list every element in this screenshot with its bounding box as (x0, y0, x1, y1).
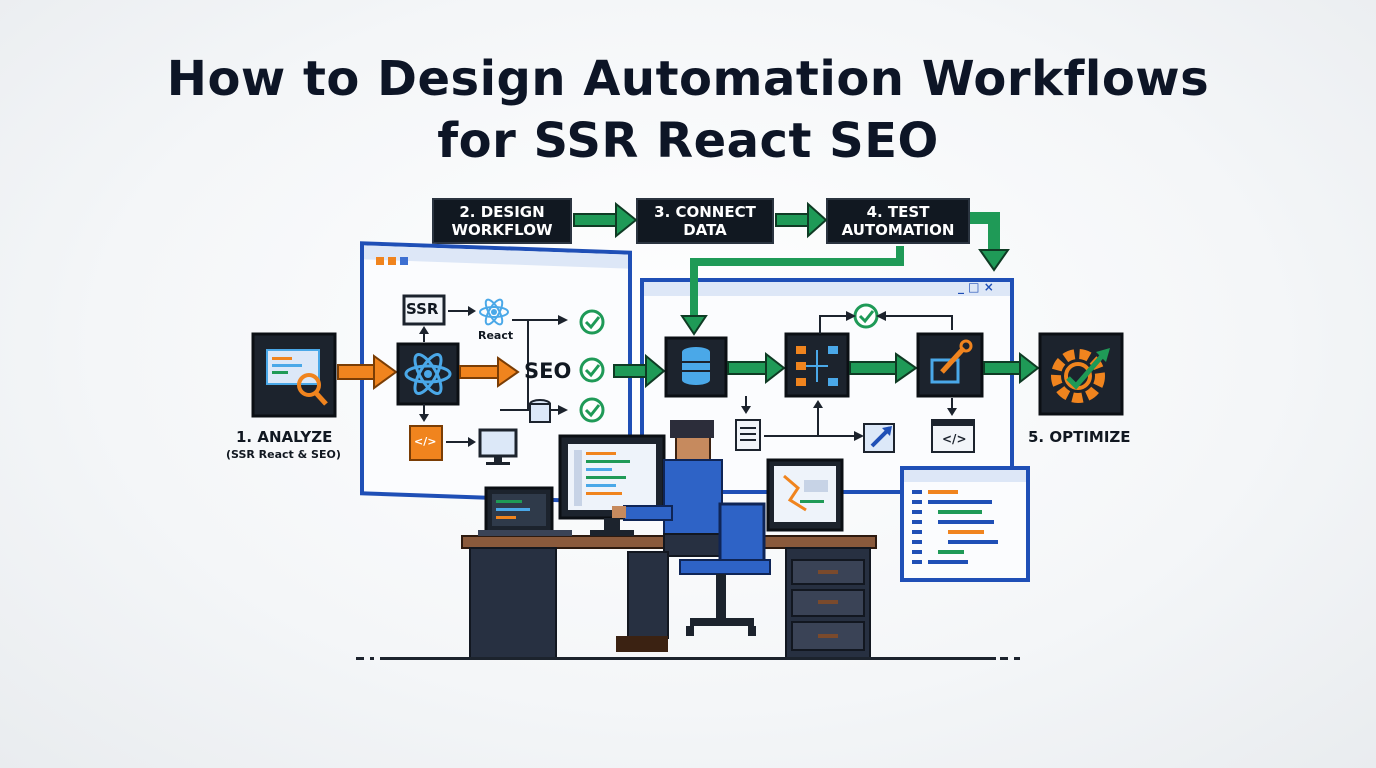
step-2-design-workflow-box: 2. DESIGN WORKFLOW (432, 198, 572, 244)
code-block-glyph: </> (942, 432, 967, 446)
step-4-test-automation-box: 4. TEST AUTOMATION (826, 198, 970, 244)
check-icon-2 (579, 357, 605, 383)
ssr-block (402, 294, 446, 326)
monitor-small-icon (478, 428, 518, 465)
react-icon (396, 342, 460, 406)
ssr-label: SSR (406, 300, 439, 318)
arrow-workflow-to-tools (849, 352, 918, 384)
code-file-glyph: </> (414, 435, 437, 448)
react-small-icon (479, 298, 509, 326)
arrow-database-to-workflow (727, 351, 786, 385)
second-monitor (766, 458, 844, 532)
step-3-line-2: DATA (683, 221, 727, 239)
arrow-analyze-to-react (337, 354, 398, 390)
step-1-label: 1. ANALYZE (236, 428, 333, 446)
optimize-gear-icon (1038, 332, 1124, 416)
step-2-line-1: 2. DESIGN (459, 203, 545, 221)
database-icon (664, 336, 728, 398)
arrow-step4-down (970, 212, 1010, 272)
arrow-tools-to-optimize (983, 351, 1040, 385)
office-chair (679, 502, 771, 636)
person (612, 420, 745, 652)
check-icon-top (853, 303, 879, 329)
database-small-icon (529, 399, 551, 423)
workflow-diagram-icon (784, 332, 850, 398)
arrow-step3-to-step4 (775, 201, 828, 239)
code-file-icon (409, 425, 443, 461)
tools-icon (916, 332, 984, 398)
arrow-react-to-seo (459, 356, 520, 388)
arrow-seo-to-database (613, 353, 666, 389)
code-editor-window (900, 466, 1030, 582)
floor-line (356, 657, 1020, 660)
code-block-icon (931, 419, 975, 453)
export-arrow-icon (863, 423, 895, 453)
step-3-line-1: 3. CONNECT (654, 203, 756, 221)
step-1-sublabel: (SSR React & SEO) (226, 448, 341, 461)
document-icon (735, 419, 761, 451)
page-title-line-1: How to Design Automation Workflows (166, 51, 1210, 107)
react-label: React (478, 329, 514, 342)
laptop (478, 486, 572, 536)
window-controls-icon: _ □ × (958, 280, 994, 294)
step-2-line-2: WORKFLOW (451, 221, 553, 239)
step-4-line-2: AUTOMATION (841, 221, 955, 239)
check-icon-1 (579, 309, 605, 335)
step-5-label: 5. OPTIMIZE (1028, 428, 1131, 446)
check-icon-3 (579, 397, 605, 423)
step-3-connect-data-box: 3. CONNECT DATA (636, 198, 774, 244)
arrow-step2-to-step3 (573, 201, 638, 239)
analyze-icon (251, 332, 337, 418)
page-title-line-2: for SSR React SEO (437, 113, 939, 169)
seo-label: SEO (524, 359, 572, 383)
step-4-line-1: 4. TEST (866, 203, 930, 221)
